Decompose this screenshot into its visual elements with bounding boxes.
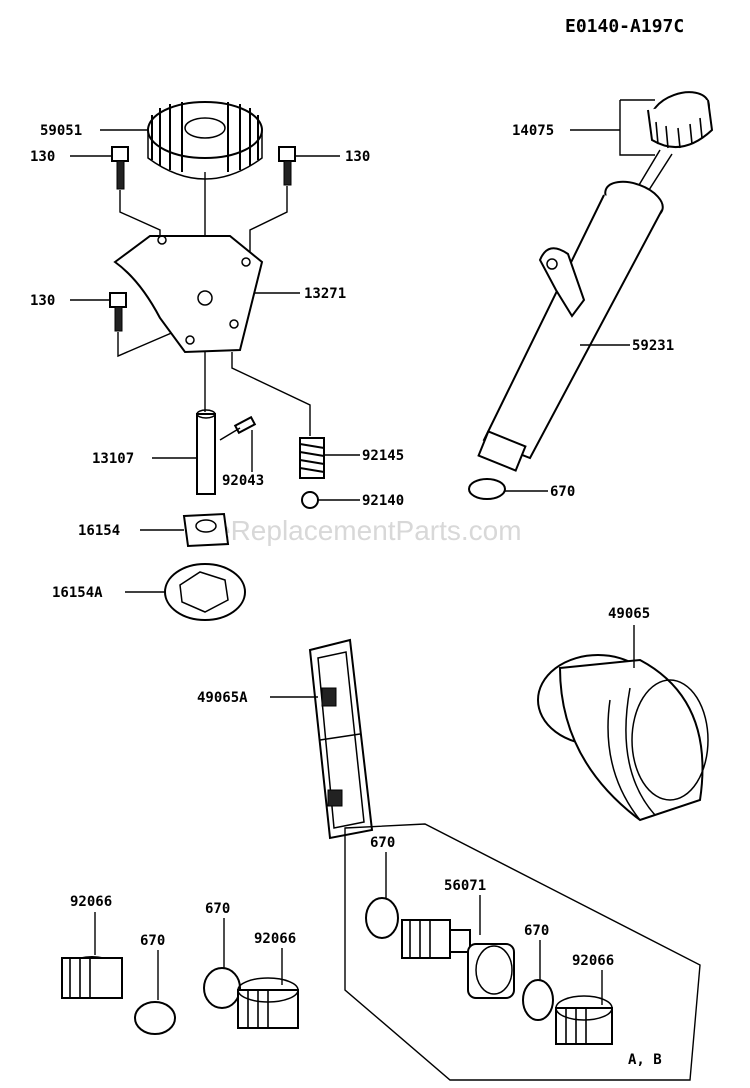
label-bolt-lower: 130 <box>30 293 55 309</box>
bolt-right-part <box>278 146 296 186</box>
outer-rotor-part <box>164 563 246 621</box>
label-cover: 13271 <box>304 286 346 302</box>
label-tube: 59231 <box>632 338 674 354</box>
tube-oring-part <box>468 478 506 500</box>
pump-cover-part <box>113 235 264 354</box>
label-tube-oring: 670 <box>550 484 575 500</box>
label-oring-box-right: 670 <box>524 923 549 939</box>
drain-plug-left-part <box>61 956 123 999</box>
fitting-part <box>401 919 515 999</box>
label-spring: 92145 <box>362 448 404 464</box>
label-ball: 92140 <box>362 493 404 509</box>
kit-note: A, B <box>628 1052 662 1068</box>
ball-part <box>301 491 319 509</box>
inner-rotor-part <box>182 512 230 548</box>
drain-plug-box-part <box>555 995 613 1045</box>
kit-group-frame <box>344 823 701 1081</box>
label-fitting: 56071 <box>444 878 486 894</box>
label-dipstick: 14075 <box>512 123 554 139</box>
oil-screen-part <box>308 638 374 840</box>
bolt-left-part <box>111 146 129 190</box>
label-oring-left: 670 <box>140 933 165 949</box>
label-screen: 49065A <box>197 690 248 706</box>
label-plug-box: 92066 <box>572 953 614 969</box>
oring-box-right-part <box>522 979 554 1021</box>
spring-part <box>299 437 325 479</box>
oil-filler-tube-part <box>477 180 664 472</box>
label-rotor-inner: 16154 <box>78 523 120 539</box>
oil-filter-part <box>537 654 709 822</box>
label-plug-mid: 92066 <box>254 931 296 947</box>
watermark-text: eReplacementParts.com <box>215 515 522 546</box>
label-bolt-left: 130 <box>30 149 55 165</box>
oring-mid-part <box>203 967 241 1009</box>
label-rotor-outer: 16154A <box>52 585 103 601</box>
label-filter: 49065 <box>608 606 650 622</box>
drain-plug-mid-part <box>237 977 299 1029</box>
label-shaft: 13107 <box>92 451 134 467</box>
shaft-part <box>196 409 216 495</box>
diagram-reference-code: E0140-A197C <box>565 16 684 37</box>
label-plug-left: 92066 <box>70 894 112 910</box>
oring-box-top-part <box>365 897 399 939</box>
label-oring-mid: 670 <box>205 901 230 917</box>
label-gear: 59051 <box>40 123 82 139</box>
label-bolt-right: 130 <box>345 149 370 165</box>
dipstick-part <box>629 91 714 205</box>
label-pin: 92043 <box>222 473 264 489</box>
label-oring-box-top: 670 <box>370 835 395 851</box>
bolt-lower-part <box>109 292 127 332</box>
gear-part <box>147 101 263 180</box>
oring-left-part <box>134 1001 176 1035</box>
